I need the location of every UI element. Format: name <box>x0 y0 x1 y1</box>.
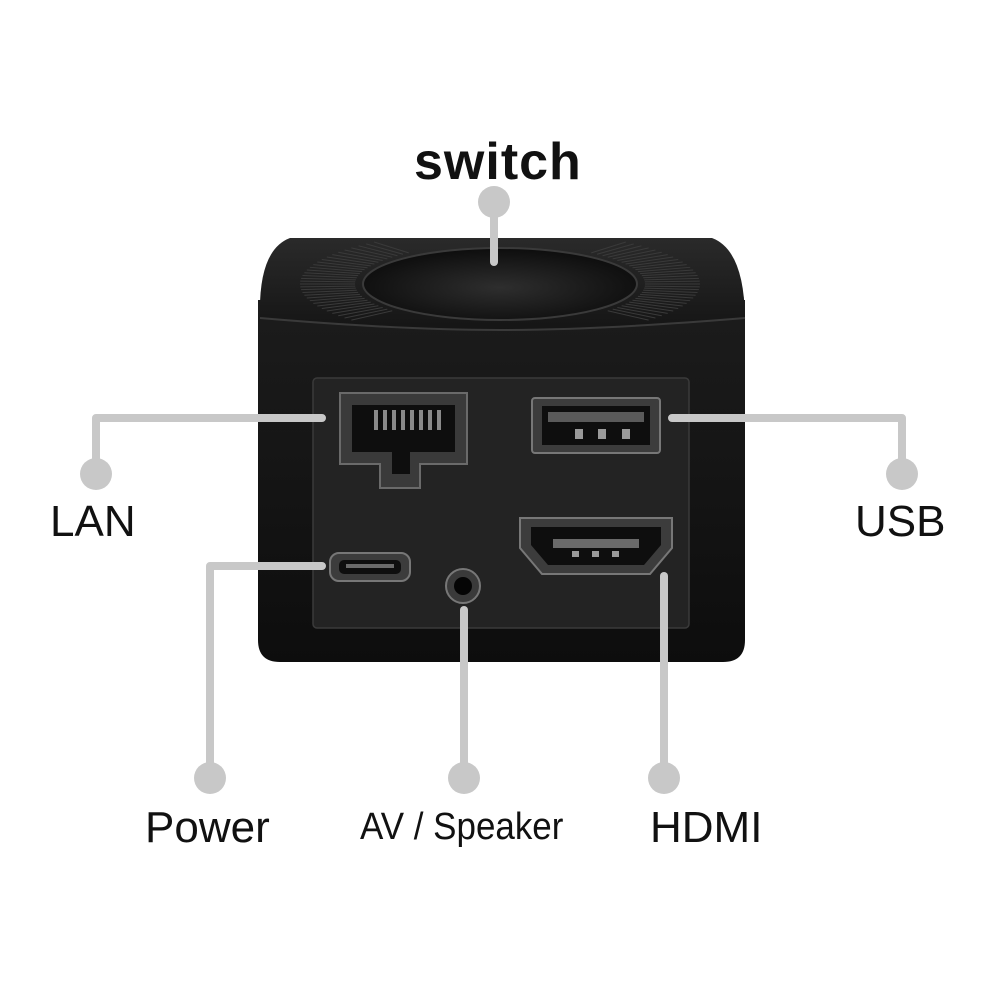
sunburst-ray <box>641 272 696 277</box>
sunburst-ray <box>302 275 357 279</box>
usb-port[interactable] <box>531 397 661 454</box>
device-top-edge <box>259 317 746 332</box>
dot-switch <box>478 186 510 218</box>
sunburst-ray <box>344 249 388 260</box>
switch-sunburst-texture <box>300 241 700 321</box>
sunburst-ray <box>302 289 357 293</box>
sunburst-ray <box>301 287 356 291</box>
sunburst-ray <box>643 275 698 279</box>
sunburst-ray <box>607 310 649 321</box>
sunburst-ray <box>332 254 379 263</box>
sunburst-ray <box>351 247 393 258</box>
label-power: Power <box>145 803 270 852</box>
sunburst-ray <box>632 261 683 269</box>
sunburst-ray <box>602 245 642 257</box>
sunburst-ray <box>321 258 371 267</box>
sunburst-ray <box>301 277 356 281</box>
sunburst-ray <box>358 245 398 257</box>
lan-contacts <box>374 410 441 430</box>
sunburst-ray <box>317 299 368 307</box>
sunburst-ray <box>309 266 363 273</box>
sunburst-ray <box>621 254 668 263</box>
sunburst-ray <box>304 272 359 277</box>
sunburst-ray <box>309 295 363 302</box>
sunburst-ray <box>644 280 700 283</box>
sunburst-ray <box>637 266 691 273</box>
connector-power <box>206 562 326 780</box>
label-hdmi: HDMI <box>650 803 763 852</box>
sunburst-ray <box>632 299 683 307</box>
sunburst-ray <box>629 301 679 310</box>
sunburst-ray <box>300 285 356 288</box>
connector-dots <box>80 186 918 794</box>
sunburst-ray <box>625 303 674 312</box>
av-speaker-jack[interactable] <box>445 568 481 604</box>
connector-lan <box>92 414 326 478</box>
sunburst-ray <box>313 264 365 271</box>
sunburst-ray <box>332 305 379 314</box>
connector-usb <box>668 414 906 478</box>
sunburst-ray <box>612 308 656 319</box>
sunburst-ray <box>300 280 356 283</box>
sunburst-ray <box>635 297 687 304</box>
sunburst-ray <box>373 241 409 254</box>
lan-port[interactable] <box>339 392 468 489</box>
sunburst-ray <box>317 261 368 269</box>
sunburst-ray <box>591 241 627 254</box>
power-port[interactable] <box>329 552 411 582</box>
sunburst-ray <box>641 291 696 296</box>
sunburst-ray <box>326 303 375 312</box>
dot-lan <box>80 458 112 490</box>
sunburst-ray <box>635 264 687 271</box>
sunburst-ray <box>366 243 404 255</box>
sunburst-ray <box>625 256 674 265</box>
sunburst-ray <box>644 287 699 291</box>
sunburst-ray <box>621 305 668 314</box>
label-switch: switch <box>414 133 582 191</box>
sunburst-ray <box>326 256 375 265</box>
sunburst-ray <box>338 251 383 261</box>
sunburst-ray <box>344 308 388 319</box>
sunburst-ray <box>351 310 393 321</box>
sunburst-ray <box>629 258 679 267</box>
hdmi-port[interactable] <box>519 517 673 575</box>
dot-power <box>194 762 226 794</box>
sunburst-ray <box>321 301 371 310</box>
sunburst-ray <box>313 297 365 304</box>
sunburst-ray <box>644 285 700 288</box>
sunburst-ray <box>306 293 360 299</box>
sunburst-ray <box>640 269 694 275</box>
sunburst-ray <box>306 269 360 275</box>
label-av-speaker: AV / Speaker <box>360 806 564 848</box>
sunburst-ray <box>643 289 698 293</box>
dot-hdmi <box>648 762 680 794</box>
sunburst-ray <box>617 307 662 317</box>
dot-av <box>448 762 480 794</box>
sunburst-ray <box>640 293 694 299</box>
label-lan: LAN <box>50 497 136 546</box>
sunburst-ray <box>612 249 656 260</box>
sunburst-ray <box>617 251 662 261</box>
sunburst-ray <box>596 243 634 255</box>
sunburst-ray <box>637 295 691 302</box>
switch-knob[interactable] <box>362 247 638 321</box>
sunburst-ray <box>338 307 383 317</box>
sunburst-ray <box>644 277 699 281</box>
hdmi-pins <box>572 551 619 557</box>
sunburst-ray <box>304 291 359 296</box>
dot-usb <box>886 458 918 490</box>
sunburst-ray <box>607 247 649 258</box>
label-usb: USB <box>855 497 946 546</box>
